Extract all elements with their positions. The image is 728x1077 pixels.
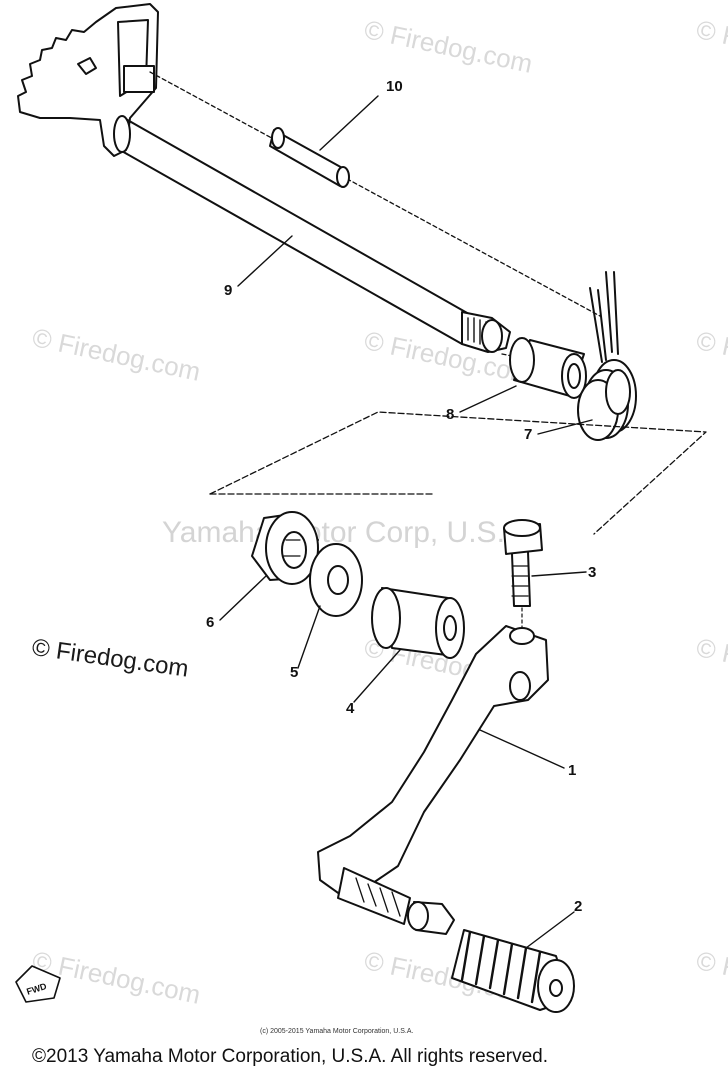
- callout-7: 7: [524, 426, 533, 443]
- footer-copyright: ©2013 Yamaha Motor Corporation, U.S.A. A…: [32, 1046, 548, 1067]
- shift-arm: [17, 3, 159, 157]
- shift-pedal-1: [317, 625, 549, 901]
- callout-2: 2: [574, 898, 583, 915]
- shift-shaft: [123, 117, 477, 319]
- watermark-yamaha: Yamaha Motor Corp, U.S.A.: [162, 516, 534, 549]
- callout-6: 6: [206, 614, 215, 631]
- callout-5: 5: [290, 664, 299, 681]
- callout-4: 4: [346, 700, 355, 717]
- callout-3: 3: [588, 564, 597, 581]
- callout-10: 10: [386, 78, 403, 95]
- callout-1: 1: [568, 762, 577, 779]
- callout-8: 8: [446, 406, 455, 423]
- callout-9: 9: [224, 282, 233, 299]
- spring-7: [589, 287, 603, 363]
- small-copyright: (c) 2005-2015 Yamaha Motor Corporation, …: [260, 1028, 414, 1035]
- assembly-outline: [209, 411, 707, 535]
- fwd-arrow: [15, 965, 61, 1003]
